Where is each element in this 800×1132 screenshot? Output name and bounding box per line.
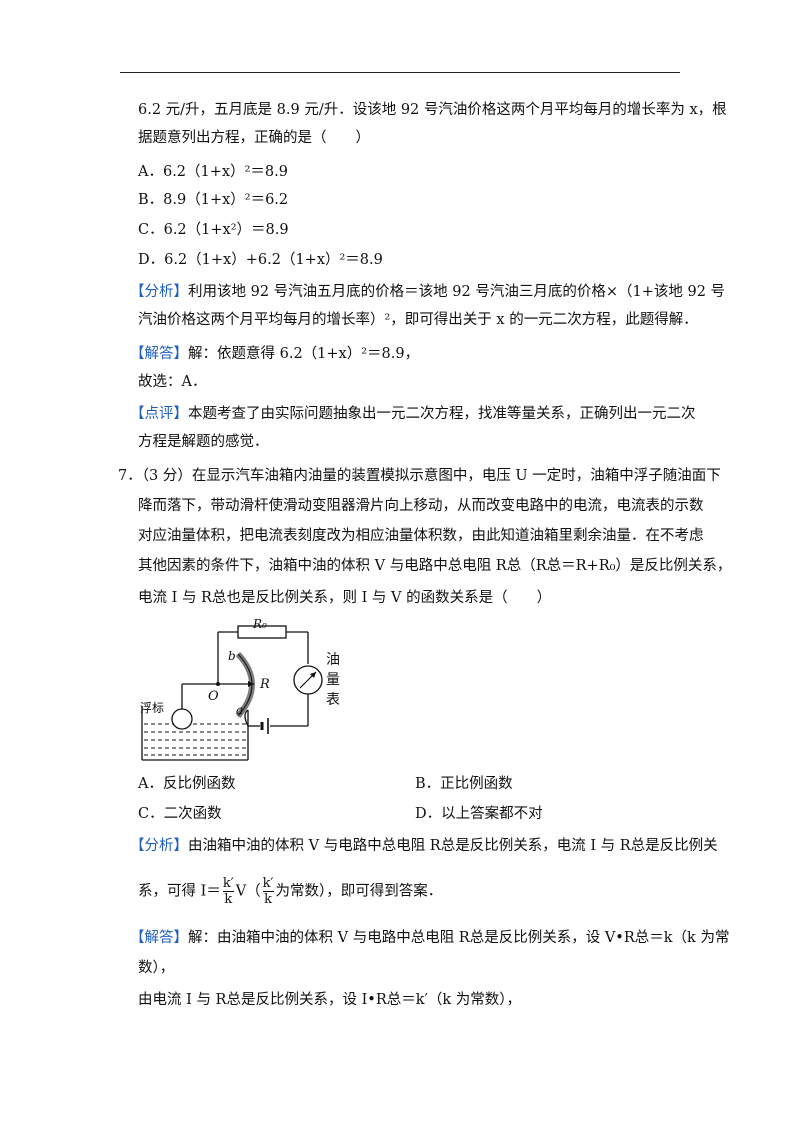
answer-tag: 【解答】 [130,930,188,946]
analysis-tag: 【分析】 [130,838,188,854]
q6-analysis-line-1: 【分析】利用该地 92 号汽油五月底的价格＝该地 92 号汽油三月底的价格×（1… [130,284,726,300]
q7-option-a: A．反比例函数 [138,776,236,792]
b-label: b [228,649,236,663]
a-label: a [236,703,243,717]
header-rule [120,72,680,73]
q7-stem-line-1: 7．（3 分）在显示汽车油箱内油量的装置模拟示意图中，电压 U 一定时，油箱中浮… [118,468,721,484]
q6-option-b: B．8.9（1+x）²＝6.2 [138,192,289,208]
q6-option-a: A．6.2（1+x）²＝8.9 [138,164,288,180]
meter-label-3: 表 [326,692,340,708]
q7-answer-line-3: 由电流 I 与 R总是反比例关系，设 I•R总＝k′（k 为常数）， [138,992,522,1008]
q6-comment-line-1: 【点评】本题考查了由实际问题抽象出一元二次方程，找准等量关系，正确列出一元二次 [130,406,696,422]
q7-analysis-line-1: 【分析】由油箱中油的体积 V 与电路中总电阻 R总是反比例关系，电流 I 与 R… [130,838,718,854]
answer-tag: 【解答】 [130,346,188,362]
o-label: O [208,689,219,704]
analysis-tag: 【分析】 [130,284,188,300]
q7-stem-line-2: 降而落下，带动滑杆使滑动变阻器滑片向上移动，从而改变电路中的电流，电流表的示数 [138,498,704,514]
q6-answer-line-2: 故选：A． [138,374,207,390]
fraction-k-prime-over-k-2: k′k [262,876,274,907]
meter-label-2: 量 [326,672,340,688]
q6-comment-line-2: 方程是解题的感觉． [138,434,269,450]
r0-label: R₀ [252,617,267,631]
q7-option-d: D．以上答案都不对 [415,806,543,822]
float-label: 浮标 [140,701,164,715]
q6-analysis-line-2: 汽油价格这两个月平均每月的增长率）²，即可得出关于 x 的一元二次方程，此题得解… [138,312,698,328]
oil-gauge-circuit-diagram: R₀ b O R a 浮标 油 量 表 [140,617,340,761]
q7-stem-line-5: 电流 I 与 R总也是反比例关系，则 I 与 V 的函数关系是（ ） [138,590,552,606]
q7-stem-line-3: 对应油量体积，把电流表刻度改为相应油量体积数，由此知道油箱里剩余油量．在不考虑 [138,528,704,544]
q7-option-b: B．正比例函数 [415,776,513,792]
q6-stem-line-1: 6.2 元/升，五月底是 8.9 元/升．设该地 92 号汽油价格这两个月平均每… [138,102,727,118]
q7-answer-line-1: 【解答】解：由油箱中油的体积 V 与电路中总电阻 R总是反比例关系，设 V•R总… [130,930,730,946]
q6-stem-line-2: 据题意列出方程，正确的是（ ） [138,130,370,146]
q6-answer-line-1: 【解答】解：依题意得 6.2（1+x）²＝8.9， [130,346,420,362]
q7-number: 7． [118,468,142,484]
q7-option-c: C．二次函数 [138,806,222,822]
meter-label-1: 油 [326,652,340,668]
fraction-k-prime-over-k: k′k [222,876,234,907]
q6-option-c: C．6.2（1+x²）＝8.9 [138,222,289,238]
q7-answer-line-2: 数）， [138,960,175,976]
float-ball [171,708,193,730]
comment-tag: 【点评】 [130,406,188,422]
r-label: R [259,677,270,692]
q7-stem-line-4: 其他因素的条件下，油箱中油的体积 V 与电路中总电阻 R总（R总＝R+R₀）是反… [138,558,732,574]
q6-option-d: D．6.2（1+x）+6.2（1+x）²＝8.9 [138,252,383,268]
